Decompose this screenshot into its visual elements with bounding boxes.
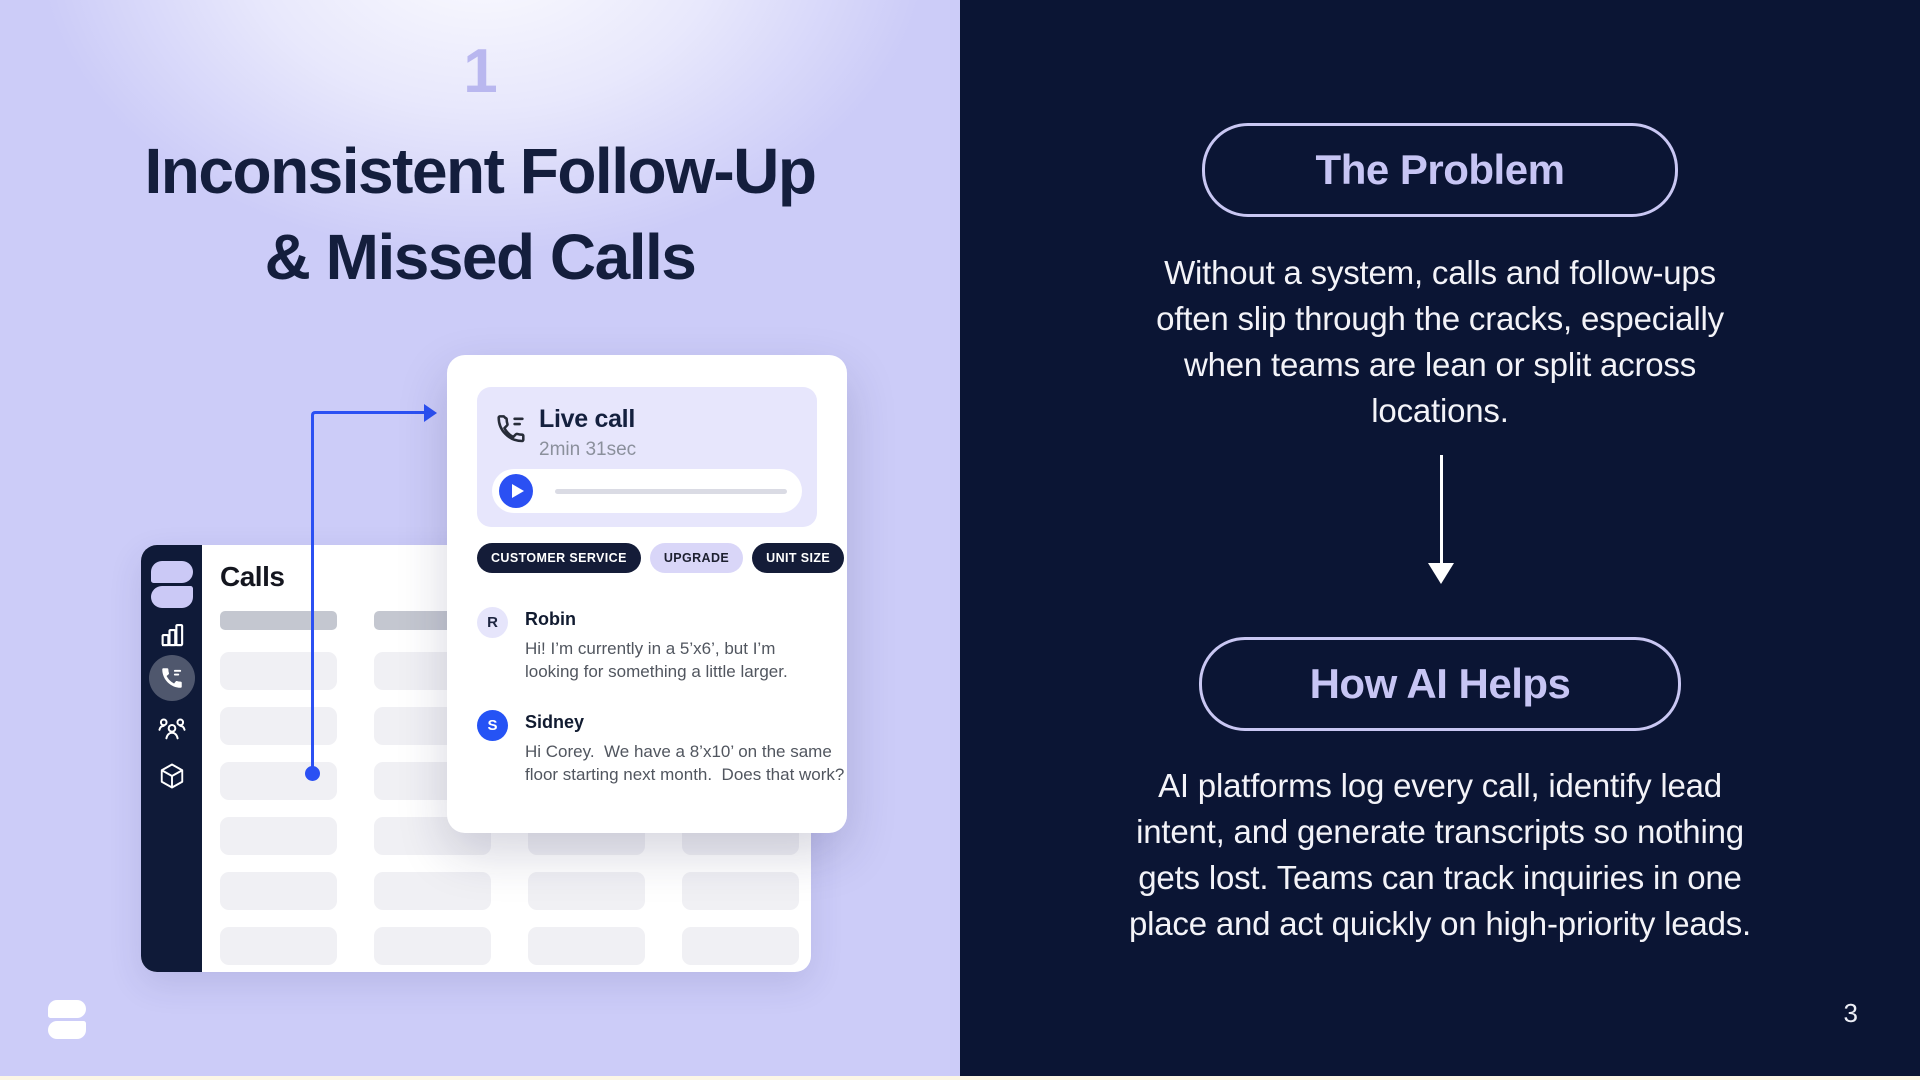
heading-how-ai-helps: How AI Helps — [1199, 637, 1681, 731]
team-icon[interactable] — [141, 713, 202, 745]
page-number: 3 — [1843, 998, 1858, 1028]
slide-title-line1: Inconsistent Follow-Up — [144, 135, 817, 207]
tag-unit-size: UNIT SIZE — [752, 543, 845, 573]
connector-line — [311, 411, 427, 776]
message-sender: Robin — [525, 609, 576, 629]
play-icon — [511, 484, 524, 498]
message-text: Hi Corey. We have a 8’x10’ on the same f… — [525, 742, 845, 784]
audio-progress-bar[interactable] — [555, 489, 787, 494]
brand-logo-icon — [48, 1000, 86, 1039]
table-row — [220, 872, 799, 910]
how-ai-helps-body-text: AI platforms log every call, identify le… — [1128, 767, 1751, 942]
message-sender: Sidney — [525, 712, 585, 732]
call-tags: CUSTOMER SERVICE UPGRADE UNIT SIZE — [477, 543, 845, 573]
down-arrow-icon — [1439, 455, 1443, 565]
live-call-panel: Live call 2min 31sec — [477, 387, 817, 527]
play-button[interactable] — [499, 474, 533, 508]
tag-upgrade: UPGRADE — [649, 543, 744, 573]
avatar: S — [477, 710, 508, 741]
bar-chart-icon[interactable] — [141, 620, 202, 650]
slide-bottom-edge — [0, 1076, 1920, 1080]
live-call-card: Live call 2min 31sec CUSTOMER SERVICE UP… — [447, 355, 847, 833]
message-text: Hi! I’m currently in a 5’x6’, but I’m lo… — [525, 639, 788, 681]
step-number: 1 — [463, 37, 497, 106]
tag-customer-service: CUSTOMER SERVICE — [477, 543, 641, 573]
problem-body-text: Without a system, calls and follow-ups o… — [1156, 254, 1724, 429]
phone-transcript-icon — [493, 411, 529, 447]
package-icon[interactable] — [141, 761, 202, 791]
app-logo-icon — [151, 561, 193, 608]
connector-dot — [305, 766, 320, 781]
table-row — [220, 927, 799, 965]
active-highlight — [148, 655, 195, 701]
live-call-title: Live call — [539, 405, 635, 433]
heading-the-problem: The Problem — [1202, 123, 1678, 217]
slide-title: Inconsistent Follow-Up & Missed Calls — [0, 128, 960, 300]
live-call-duration: 2min 31sec — [539, 439, 637, 460]
down-arrow-head-icon — [1428, 563, 1454, 584]
slide-title-line2: & Missed Calls — [264, 221, 697, 293]
phone-call-icon-active[interactable] — [141, 655, 202, 701]
connector-arrowhead-icon — [424, 404, 437, 422]
avatar: R — [477, 607, 508, 638]
audio-player — [492, 469, 802, 513]
right-panel: The Problem Without a system, calls and … — [960, 0, 1920, 1080]
mockup-page-title: Calls — [220, 561, 285, 592]
mockup-sidebar — [141, 545, 202, 972]
left-panel: 1 Inconsistent Follow-Up & Missed Calls — [0, 0, 960, 1080]
